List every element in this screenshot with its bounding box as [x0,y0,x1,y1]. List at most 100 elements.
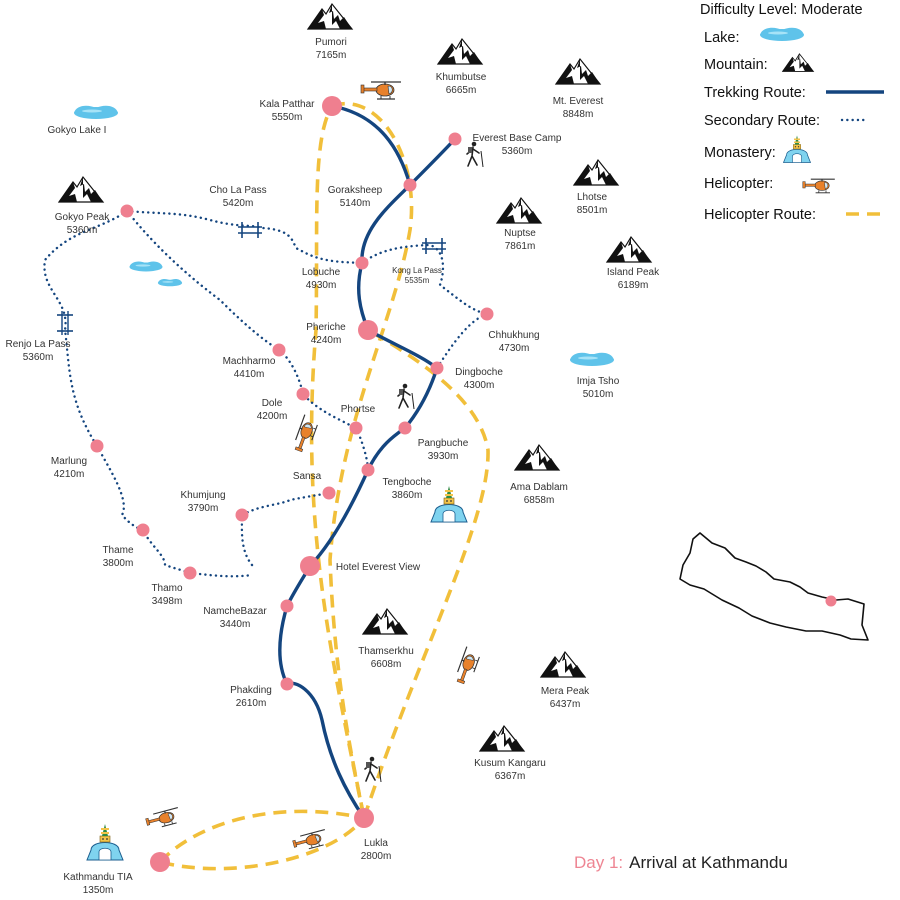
heli-route-lukla-kalapatthar-west [309,105,366,819]
place-name: Lobuche [302,267,341,278]
mountain-elevation: 6608m [371,659,402,670]
mountain-icon [555,58,601,85]
nepal-outline-map [679,532,869,641]
day-caption-title: Arrival at Kathmandu [629,853,788,872]
place-elevation: 3800m [103,558,134,569]
legend-secondary-route-label: Secondary Route: [704,113,820,129]
node-marlung[interactable] [90,439,104,453]
node-chhukhung[interactable] [480,307,494,321]
legend-monastery-label: Monastery: [704,145,776,161]
pass-labels: Cho La Pass 5420m Kong La Pass 5535m Ren… [5,185,441,363]
day-caption: Day 1:Arrival at Kathmandu [574,853,788,872]
helicopter-icon [291,414,320,455]
mountain-name: Ama Dablam [510,482,568,493]
node-goraksheep[interactable] [403,178,417,192]
node-pangbuche[interactable] [398,421,412,435]
place-name: Goraksheep [328,185,383,196]
place-elevation: 5550m [272,112,303,123]
mountain-name: Nuptse [504,228,536,239]
secondary-route-phortse-tengboche [354,426,370,472]
node-machharmo[interactable] [272,343,286,357]
monastery-icon [783,135,811,163]
mountain-labels: Pumori 7165m Khumbutse 6665m Mt. Everest… [55,37,660,782]
node-tengboche[interactable] [361,463,375,477]
place-elevation: 4210m [54,469,85,480]
node-lobuche[interactable] [355,256,369,270]
trekking-route-main [278,104,439,820]
secondary-route-gokyo-machharmo [125,209,281,352]
monastery-icon [430,485,468,523]
place-name: Phakding [230,685,272,696]
node-phakding[interactable] [280,677,294,691]
lake-icon [570,352,614,366]
node-dingboche[interactable] [430,361,444,375]
secondary-routes [43,209,489,578]
map-icons [86,81,484,861]
lake-labels: Gokyo Lake I Imja Tsho 5010m [48,125,620,400]
mountain-name: Khumbutse [436,72,487,83]
place-elevation: 4730m [499,343,530,354]
mountain-icon [479,725,525,752]
node-everest-base-camp[interactable] [448,132,462,146]
mountain-icon [362,608,408,635]
mountain-name: Mera Peak [541,686,590,697]
mountain-name: Gokyo Peak [55,212,110,223]
mountain-icon [58,176,104,203]
lake-elevation: 5010m [583,389,614,400]
secondary-route-konglapass-chhukhung [360,243,489,316]
place-elevation: 3440m [220,619,251,630]
place-elevation: 3790m [188,503,219,514]
heli-route-kalapatthar-lukla-east [328,102,414,819]
node-thamo[interactable] [183,566,197,580]
node-kathmandu-tia[interactable] [150,852,170,872]
hiker-icon [397,382,415,410]
place-elevation: 3860m [392,490,423,501]
lake-icon [157,278,183,287]
place-name: Sansa [293,471,322,482]
place-elevation: 4240m [311,335,342,346]
place-elevation: 4300m [464,380,495,391]
lake-icon [760,27,804,41]
pass-elevation: 5420m [223,198,254,209]
place-name: Dole [262,398,283,409]
node-namche-bazar[interactable] [280,599,294,613]
place-elevation: 2800m [361,851,392,862]
mountain-elevation: 6367m [495,771,526,782]
mountain-elevation: 7861m [505,241,536,252]
secondary-route-gokyo-cholapass-lobuche [125,209,364,265]
mountain-elevation: 6437m [550,699,581,710]
legend-difficulty: Difficulty Level: Moderate [700,2,863,18]
mountain-name: Island Peak [607,267,660,278]
node-hotel-everest-view[interactable] [300,556,320,576]
node-phortse[interactable] [349,421,363,435]
place-name: Marlung [51,456,87,467]
node-sansa[interactable] [322,486,336,500]
secondary-route-machharmo-dole-phortse [277,348,358,430]
mountain-icon [514,444,560,471]
place-labels: Kala Patthar 5550m Everest Base Camp 536… [51,99,562,896]
place-name: Everest Base Camp [473,133,562,144]
place-name: Chhukhung [488,330,539,341]
place-elevation: 3930m [428,451,459,462]
node-thame[interactable] [136,523,150,537]
pass-elevation: 5535m [405,276,430,285]
place-name: Pheriche [306,322,346,333]
legend-trekking-route-label: Trekking Route: [704,85,806,101]
node-lukla[interactable] [354,808,374,828]
kong-la-pass-marker-icon [421,237,447,255]
node-pheriche[interactable] [358,320,378,340]
place-nodes [90,96,494,872]
helicopter-icon [144,807,183,831]
mountain-icon [782,53,814,72]
mountain-icon [437,38,483,65]
node-kala-patthar[interactable] [322,96,342,116]
mountain-name: Kusum Kangaru [474,758,546,769]
pass-name: Renjo La Pass [5,339,70,350]
mountain-elevation: 8848m [563,109,594,120]
helicopter-icon [802,178,836,194]
node-dole[interactable] [296,387,310,401]
node-khumjung[interactable] [235,508,249,522]
node-gokyo-peak[interactable] [120,204,134,218]
pass-name: Kong La Pass [392,266,442,275]
place-name: Khumjung [180,490,225,501]
